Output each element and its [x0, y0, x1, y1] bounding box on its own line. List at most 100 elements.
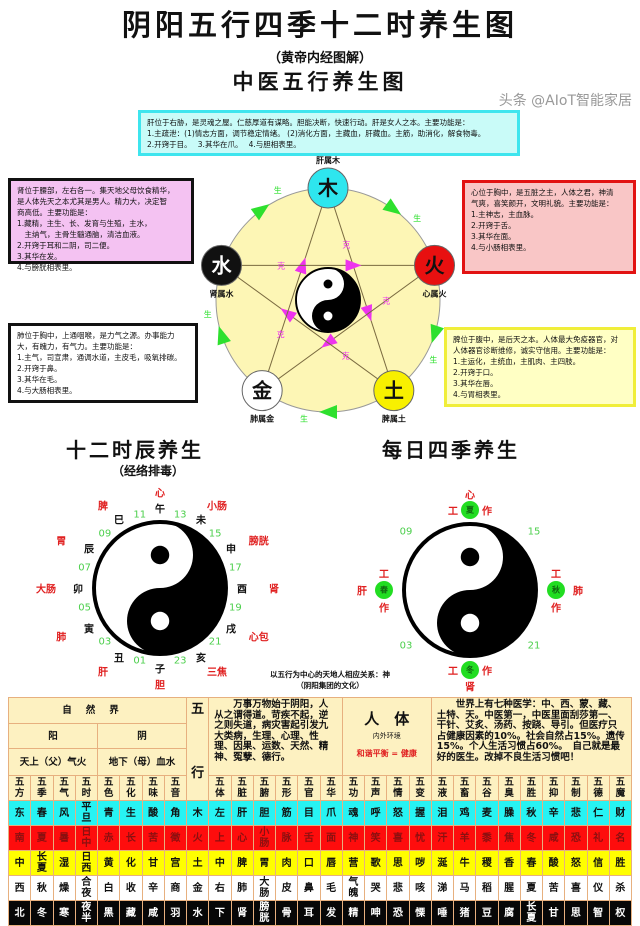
season-badge	[461, 501, 479, 519]
page-title: 阴阳五行四季十二时养生图	[121, 8, 518, 42]
box-line: 是人体先天之本尤其是男人。精力大，决定智	[17, 197, 167, 206]
table-cell: 夏	[519, 875, 544, 901]
element-char: 水	[211, 253, 232, 277]
page-subtitle: （黄帝内经图解）	[267, 51, 372, 66]
center-yin-yang-icon	[295, 267, 361, 333]
column-header: 五变	[408, 775, 432, 801]
organ-element-label: 肝属木	[316, 155, 341, 165]
hour-label: 09	[98, 528, 112, 540]
table-cell: 商	[163, 875, 188, 901]
table-cell: 羽	[163, 900, 188, 926]
table-row: 东春风平旦青生酸角木左肝胆筋目爪魂呼怒握泪鸡麦臊秋辛悲仁财	[7, 800, 633, 826]
meridian-organ-label: 三焦	[207, 667, 227, 679]
kidney-info-box: 肾位于腰部，左右各一。集天地父母饮食精华， 是人体先天之本尤其是男人。精力大，决定…	[8, 178, 194, 272]
earthly-branch-label: 午	[155, 504, 165, 516]
table-cell: 焦	[497, 825, 521, 851]
earthly-branch-label: 戌	[226, 624, 236, 636]
column-header: 五胜	[519, 775, 544, 801]
table-cell: 咸	[541, 825, 566, 851]
table-cell: 胜	[608, 850, 633, 876]
column-header: 五色	[96, 775, 121, 801]
table-cell: 辛	[141, 875, 165, 901]
table-cell: 长	[119, 825, 143, 851]
yang-header: 阳	[8, 723, 98, 749]
column-header: 五制	[564, 775, 588, 801]
wuxing-header: 五行	[185, 697, 210, 801]
work-label: 作	[482, 666, 492, 678]
table-cell: 春	[30, 800, 54, 826]
meridian-organ-label: 肾	[269, 584, 279, 596]
table-cell: 水	[185, 900, 210, 926]
meridian-organ-label: 胆	[155, 680, 165, 692]
earthly-branch-label: 寅	[83, 624, 94, 636]
caption: 以五行为中心的天地人相应关系：神 （阴阳集团的文化）	[230, 669, 430, 691]
column-header: 五体	[208, 775, 232, 801]
table-cell: 冬	[519, 825, 544, 851]
hour-label: 05	[78, 602, 92, 614]
table-row: 中长夏湿日西黄化甘宫土中脾胃肉口唇营歌思哕涎牛稷香春酸怒信胜	[7, 850, 633, 876]
season-organ-label: 肝	[357, 586, 367, 598]
liver-info-box: 肝位于右胁，是灵魂之屋。仁慈厚道有谋略。胆能决断，快速行动。肝是女人之本。主要功…	[138, 110, 520, 156]
table-cell: 小肠	[252, 825, 277, 851]
organ-element-label: 心属火	[423, 288, 448, 298]
table-cell: 牛	[452, 850, 477, 876]
table-cell: 涕	[430, 875, 455, 901]
table-cell: 思	[564, 900, 588, 926]
box-line: 2.开窍于鼻。	[17, 364, 62, 373]
shichen-title: 十二时辰养生	[66, 438, 204, 462]
table-cell: 平旦	[74, 800, 99, 826]
ke-label: 克	[382, 296, 390, 305]
season-label: 秋	[552, 585, 560, 595]
table-cell: 麦	[475, 800, 499, 826]
box-line: 2.开窍于舌。	[471, 221, 516, 230]
wuxing-diagram: 克克克克克生生生生生木肝属木火心属火土脾属土金肺属金水肾属水	[200, 155, 456, 424]
hour-label: 23	[173, 655, 187, 667]
table-cell: 精	[341, 900, 366, 926]
table-cell: 肝	[230, 800, 254, 826]
table-cell: 南	[7, 825, 32, 851]
sheng-arrow-icon	[430, 323, 444, 344]
medicine-paragraph: 世界上有七种医学：中、西、蒙、藏、土特、天。中医第一，中医里面刮莎第一、干针、艾…	[430, 697, 633, 776]
table-cell: 神	[341, 825, 366, 851]
table-cell: 泪	[430, 800, 455, 826]
sheng-arrow-icon	[382, 198, 402, 215]
box-line: 2.开窍于口。	[453, 368, 498, 377]
work-label: 工	[448, 506, 458, 518]
column-header: 五臭	[497, 775, 521, 801]
table-cell: 思	[386, 850, 410, 876]
meridian-organ-label: 膀胱	[248, 536, 269, 548]
table-cell: 悲	[386, 875, 410, 901]
table-cell: 春	[519, 850, 544, 876]
earthly-branch-label: 未	[196, 515, 206, 527]
table-cell: 心	[230, 825, 254, 851]
table-cell: 鸡	[452, 800, 477, 826]
table-cell: 东	[7, 800, 32, 826]
hour-label: 19	[228, 602, 242, 614]
table-cell: 中	[7, 850, 32, 876]
table-cell: 握	[408, 800, 432, 826]
table-cell: 日中	[74, 825, 99, 851]
box-line: 肾位于腰部，左右各一。集天地父母饮食精华，	[17, 186, 175, 195]
table-cell: 恐	[386, 900, 410, 926]
hour-label: 13	[173, 509, 187, 521]
table-cell: 酸	[141, 800, 165, 826]
season-organ-label: 心	[465, 490, 475, 502]
table-cell: 鼻	[297, 875, 321, 901]
table-cell: 骨	[274, 900, 299, 926]
table-cell: 仪	[586, 875, 610, 901]
table-cell: 暑	[52, 825, 76, 851]
season-label: 冬	[466, 665, 474, 675]
table-cell: 慄	[408, 900, 432, 926]
column-header: 五畜	[452, 775, 477, 801]
box-line: 主纳气，主骨生髓通脑，清洁血液。	[17, 230, 145, 239]
column-header: 五味	[141, 775, 165, 801]
earthly-branch-label: 辰	[83, 544, 94, 556]
box-line: 3.其华在面。	[471, 232, 516, 241]
ke-label: 克	[277, 261, 285, 270]
box-line: 1.藏精，主生、长、发育与生殖，主水，	[17, 219, 152, 228]
column-header: 五华	[319, 775, 343, 801]
table-cell: 羊	[452, 825, 477, 851]
table-row: 西秋燥合夜白收辛商金右肺大肠皮鼻毛气魄哭悲咳涕马稻腥夏苦喜仪杀	[7, 875, 633, 901]
